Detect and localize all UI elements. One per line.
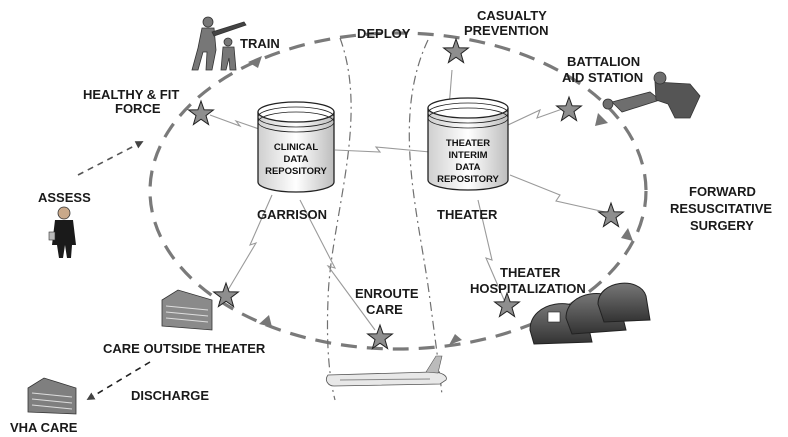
- label-forward-line-1: FORWARD: [689, 184, 756, 199]
- cycle-arrowheads: [248, 56, 633, 345]
- link-theater-to-surgery: [509, 174, 606, 213]
- assessor-person-icon: [48, 206, 76, 258]
- label-train: TRAIN: [240, 36, 280, 51]
- theater-interim-data-repository: THEATER INTERIM DATA REPOSITORY: [427, 97, 509, 191]
- star-theater-hospitalization: [493, 291, 521, 318]
- clinical-repo-line-1: CLINICAL: [274, 142, 319, 153]
- soldiers-training-icon: [191, 16, 247, 71]
- theater-repo-line-4: REPOSITORY: [437, 174, 499, 185]
- label-discharge: DISCHARGE: [131, 388, 209, 403]
- theater-repo-line-1: THEATER: [446, 138, 490, 149]
- label-battalion-line-2: AID STATION: [562, 70, 643, 85]
- arrowhead-train: [248, 56, 262, 68]
- arrowhead-care-outside: [259, 315, 272, 327]
- vha-building-icon: [27, 377, 77, 415]
- link-clinical-to-care-outside: [227, 194, 273, 291]
- care-node-stars: [187, 37, 625, 350]
- theater-repo-line-3: DATA: [456, 162, 481, 173]
- arrowhead-hospitalization: [449, 334, 462, 345]
- clinical-repo-line-3: REPOSITORY: [265, 166, 327, 177]
- link-clinical-to-theater: [334, 146, 431, 153]
- star-enroute-care: [366, 323, 394, 350]
- arrowhead-surgery: [621, 228, 633, 241]
- link-clinical-to-enroute: [299, 199, 376, 331]
- data-links: [209, 69, 606, 331]
- care-outside-to-vha-arrow: [86, 361, 151, 401]
- care-cycle-loop: [148, 31, 648, 351]
- label-casualty-line-1: CASUALTY: [477, 8, 547, 23]
- label-theater-hosp-line-2: HOSPITALIZATION: [470, 281, 586, 296]
- star-healthy-fit-force: [187, 99, 215, 126]
- label-care-outside-theater: CARE OUTSIDE THEATER: [103, 341, 266, 356]
- label-healthy-line-1: HEALTHY & FIT: [83, 87, 179, 102]
- clinical-repo-line-2: DATA: [284, 154, 309, 165]
- theater-repo-line-2: INTERIM: [448, 150, 487, 161]
- label-healthy-line-2: FORCE: [115, 101, 161, 116]
- label-enroute-line-2: CARE: [366, 302, 403, 317]
- label-forward-line-3: SURGERY: [690, 218, 754, 233]
- star-forward-resuscitative-surgery: [597, 201, 625, 228]
- field-hospital-tents-icon: [529, 282, 651, 345]
- label-enroute-line-1: ENROUTE: [355, 286, 419, 301]
- link-healthy-to-clinical: [209, 114, 263, 131]
- star-battalion-aid-station: [555, 95, 583, 122]
- label-theater-hosp-line-1: THEATER: [500, 265, 561, 280]
- label-theater: THEATER: [437, 207, 498, 222]
- label-assess: ASSESS: [38, 190, 91, 205]
- label-casualty-line-2: PREVENTION: [464, 23, 549, 38]
- label-deploy: DEPLOY: [357, 26, 411, 41]
- arrowhead-battalion: [595, 113, 608, 126]
- aircraft-icon: [326, 355, 447, 387]
- clinical-data-repository: CLINICAL DATA REPOSITORY: [257, 101, 335, 193]
- hospital-building-icon: [161, 289, 213, 331]
- star-casualty-prevention: [442, 37, 470, 64]
- link-theater-to-hospitalization: [477, 199, 506, 303]
- label-vha-care: VHA CARE: [10, 420, 78, 435]
- label-garrison: GARRISON: [257, 207, 327, 222]
- label-forward-line-2: RESUSCITATIVE: [670, 201, 772, 216]
- assess-to-healthy-arrow: [77, 141, 144, 176]
- garrison-boundary-line: [326, 37, 352, 401]
- star-care-outside-theater: [212, 281, 240, 308]
- label-battalion-line-1: BATTALION: [567, 54, 640, 69]
- casualty-evacuation-icon: [602, 71, 701, 119]
- link-theater-to-battalion: [507, 107, 566, 126]
